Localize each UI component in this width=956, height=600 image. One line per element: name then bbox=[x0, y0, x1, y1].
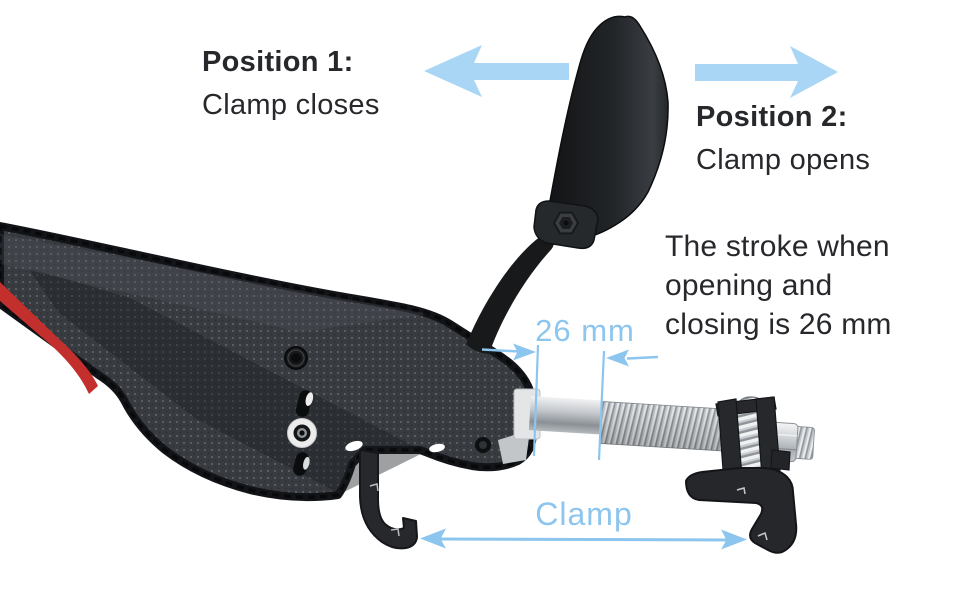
left-clamp-hook bbox=[359, 449, 418, 550]
position1-title: Position 1: bbox=[202, 46, 354, 78]
stroke-note-line-2: opening and bbox=[665, 269, 833, 302]
right-clamp-hook bbox=[685, 467, 798, 554]
carbon-body-edge-weave bbox=[0, 224, 535, 499]
left-hook-mark-upper bbox=[369, 483, 379, 492]
stroke-note-line-3: closing is 26 mm bbox=[665, 308, 892, 341]
lever-arm bbox=[466, 236, 554, 354]
pivot-washer bbox=[287, 390, 317, 476]
right-hook-mark-lower bbox=[757, 531, 768, 541]
upper-screw-hole bbox=[284, 346, 308, 370]
left-hook-mark-lower bbox=[390, 528, 400, 537]
lower-screw-hole bbox=[475, 437, 491, 453]
stroke-dimension-extension-line-1 bbox=[532, 344, 540, 457]
position1-subtitle: Clamp closes bbox=[202, 89, 380, 121]
stroke-note-line-1: The stroke when bbox=[665, 230, 890, 263]
position1-label: Position 1: Clamp closes bbox=[202, 44, 380, 123]
rod-smooth-section bbox=[528, 396, 607, 435]
right-direction-arrow bbox=[695, 46, 838, 98]
wheel-bracket bbox=[715, 396, 791, 484]
lever-pivot-bolt bbox=[552, 211, 580, 235]
position2-label: Position 2: Clamp opens bbox=[696, 99, 870, 178]
clamp-dimension-left-arrowhead bbox=[420, 528, 446, 549]
body-slot-cutout-left bbox=[345, 440, 363, 452]
stroke-dimension-line-left bbox=[481, 348, 520, 353]
right-hook-mark-upper bbox=[736, 487, 746, 495]
slot-lower bbox=[293, 452, 309, 476]
stroke-dimension-label: 26 mm bbox=[535, 313, 635, 348]
clamp-dimension-label: Clamp bbox=[535, 496, 632, 532]
stroke-dimension-left-arrowhead bbox=[513, 343, 536, 361]
clamp-dimension-line bbox=[436, 537, 731, 542]
clamp-dimension-right-arrowhead bbox=[721, 529, 747, 550]
clamp-dimension: Clamp bbox=[420, 496, 747, 550]
stroke-note: The stroke when opening and closing is 2… bbox=[665, 227, 892, 344]
left-direction-arrow bbox=[424, 45, 569, 97]
carbon-body-light-panel bbox=[0, 234, 430, 332]
red-accent-stripe bbox=[0, 282, 98, 394]
lever-blade bbox=[545, 15, 669, 240]
position2-title: Position 2: bbox=[696, 101, 848, 133]
stroke-dimension-extension-line-2 bbox=[597, 350, 606, 461]
stroke-dimension-line-right bbox=[626, 355, 659, 360]
carbon-body bbox=[0, 222, 537, 502]
position2-subtitle: Clamp opens bbox=[696, 144, 871, 176]
stroke-dimension-right-arrowhead bbox=[606, 349, 629, 367]
bracket-tab bbox=[770, 449, 791, 471]
body-slot-cutout-right bbox=[429, 443, 445, 453]
adjuster-assembly bbox=[685, 396, 799, 554]
stroke-dimension: 26 mm bbox=[481, 313, 659, 461]
clamp-rod bbox=[528, 396, 815, 460]
clamp-lever bbox=[466, 15, 669, 354]
carbon-body-dark-band bbox=[28, 268, 425, 494]
